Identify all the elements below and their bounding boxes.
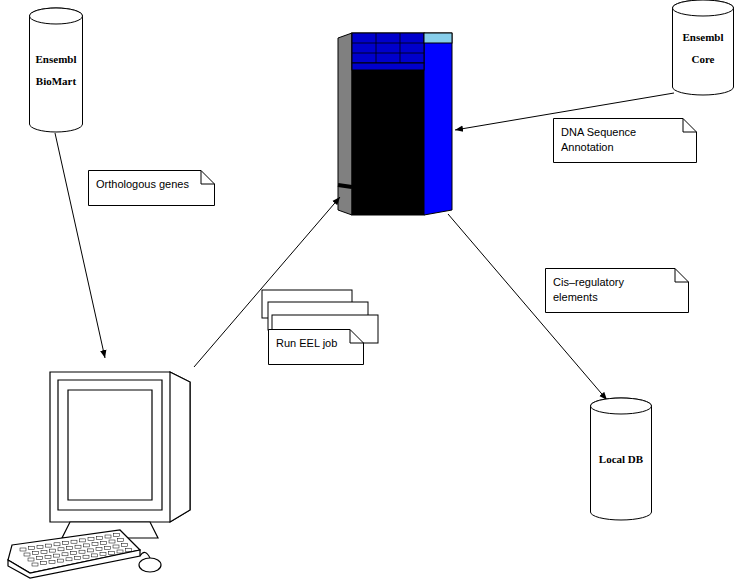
database-cylinder: Local DB [590,398,652,520]
node-label: Ensembl BioMart [31,48,81,92]
computer-icon [8,372,190,578]
workstation-node [8,360,193,577]
note-box: Run EEL job [268,329,364,365]
arrow-connector [55,133,105,358]
node-label: Ensembl Core [674,26,732,70]
server-icon [338,33,452,215]
note-box: Orthologous genes [88,170,215,206]
edge-label: Run EEL job [268,329,364,357]
server-node [338,33,453,215]
note-box: DNA Sequence Annotation [553,118,697,163]
node-label: Local DB [592,448,650,470]
cylinder-outline [672,0,734,95]
note-box: Cis–regulatory elements [545,268,689,313]
note-outline [545,268,689,313]
cylinder-outline [29,8,83,132]
database-cylinder: Ensembl Core [672,0,734,95]
database-cylinder: Ensembl BioMart [29,8,83,132]
note-outline [553,118,697,163]
edge-label: Cis–regulatory elements [545,268,687,311]
edge-label: Orthologous genes [88,170,215,198]
edge-label: DNA Sequence Annotation [553,118,695,161]
